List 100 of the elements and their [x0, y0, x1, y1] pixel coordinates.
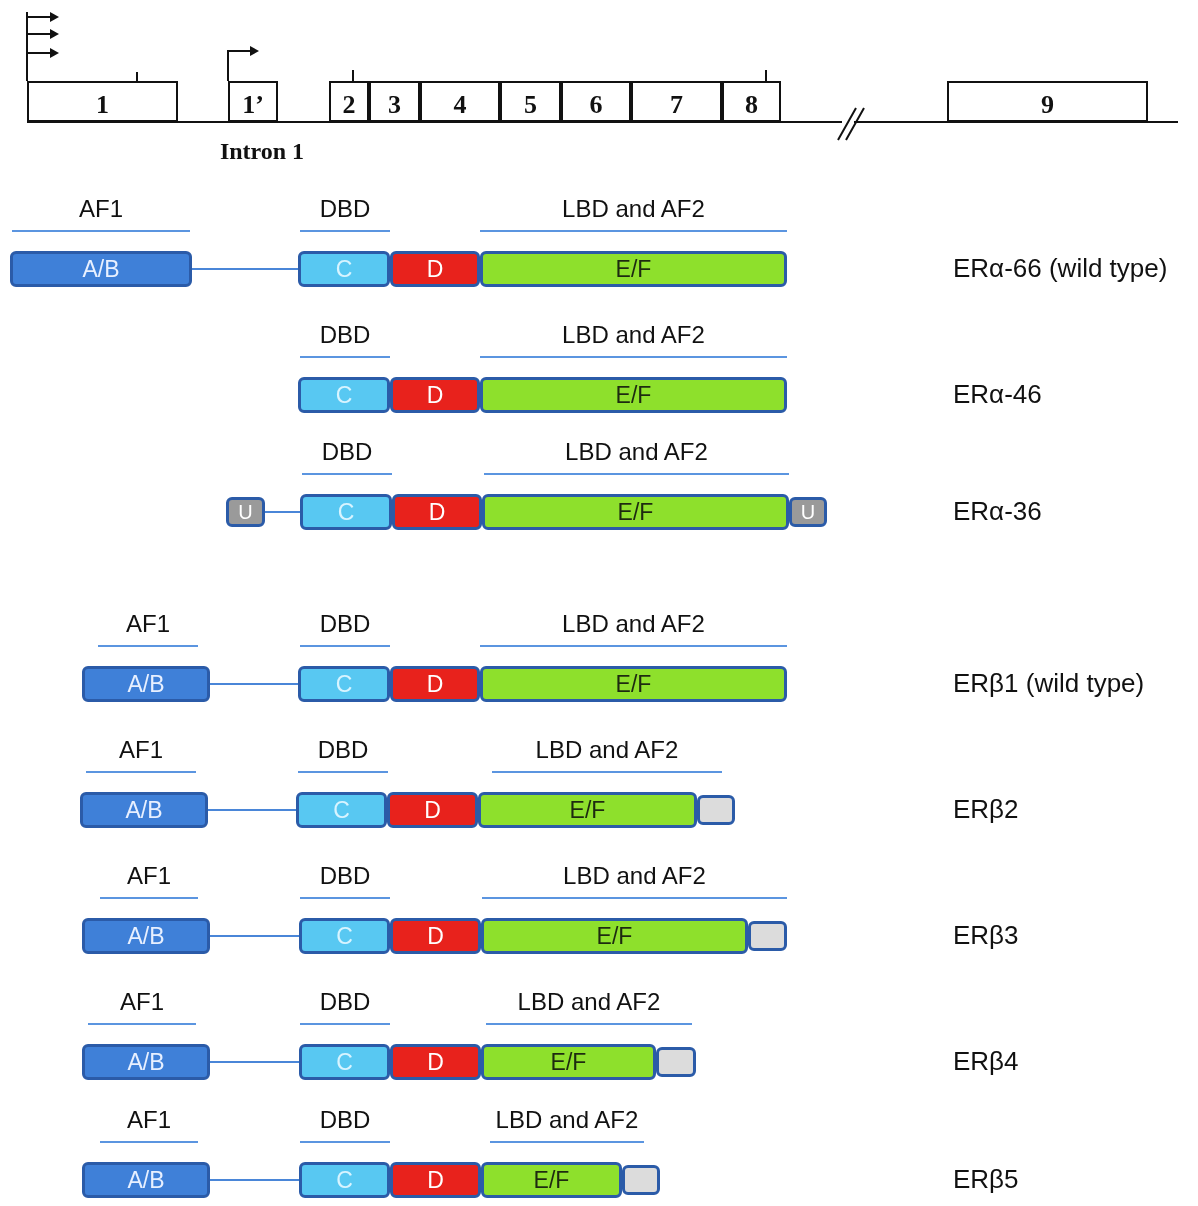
domain-function-label: DBD	[318, 323, 372, 347]
domain-label: A/B	[127, 924, 165, 948]
exon-box	[27, 81, 178, 122]
domain-segment	[299, 1162, 390, 1198]
domain-function-label: DBD	[318, 864, 372, 888]
domain-function-label: AF1	[118, 738, 164, 762]
domain-segment	[480, 666, 787, 702]
exon-box	[329, 81, 369, 122]
domain-segment	[299, 918, 390, 954]
domain-label: D	[428, 500, 446, 524]
domain-label: U	[800, 502, 816, 522]
domain-function-label: LBD and AF2	[561, 197, 706, 221]
domain-segment	[390, 251, 480, 287]
domain-segment	[481, 918, 748, 954]
exon-box	[722, 81, 781, 122]
domain-function-label: AF1	[78, 197, 124, 221]
domain-label: A/B	[127, 1168, 165, 1192]
domain-segment	[390, 666, 480, 702]
domain-segment	[482, 494, 789, 530]
exon-box	[420, 81, 500, 122]
intron-label: Intron 1	[218, 139, 306, 163]
truncated-segment	[656, 1047, 696, 1077]
isoform-label: ERβ2	[953, 796, 1019, 822]
linker-line	[207, 809, 297, 811]
domain-function-label: DBD	[316, 738, 370, 762]
domain-function-label: LBD and AF2	[494, 1108, 640, 1132]
domain-label: E/F	[533, 1168, 570, 1192]
isoform-label: ERβ3	[953, 922, 1019, 948]
domain-segment	[300, 494, 392, 530]
exon-number: 1	[96, 92, 109, 118]
domain-segment	[478, 792, 697, 828]
domain-label: D	[427, 924, 444, 948]
domain-function-label: DBD	[318, 197, 372, 221]
isoform-label: ERβ5	[953, 1166, 1019, 1192]
linker-line	[209, 1061, 300, 1063]
domain-label: C	[336, 1168, 353, 1192]
domain-function-label: DBD	[318, 612, 372, 636]
isoform-label: ERβ4	[953, 1048, 1019, 1074]
domain-function-label: AF1	[126, 864, 172, 888]
domain-segment	[82, 918, 210, 954]
domain-label: D	[426, 672, 444, 696]
isoform-label: ERα-36	[953, 498, 1042, 524]
domain-segment	[80, 792, 208, 828]
exon-number: 3	[388, 92, 401, 118]
exon-box	[228, 81, 278, 122]
domain-function-label: LBD and AF2	[516, 990, 662, 1014]
domain-segment	[390, 918, 481, 954]
domain-label: A/B	[127, 672, 165, 696]
truncated-segment	[697, 795, 735, 825]
isoform-label: ERα-66 (wild type)	[953, 255, 1168, 281]
domain-function-label: LBD and AF2	[562, 864, 707, 888]
domain-label: E/F	[615, 672, 652, 696]
exon-number: 9	[1041, 92, 1054, 118]
domain-function-label: AF1	[126, 1108, 172, 1132]
domain-segment	[480, 251, 787, 287]
domain-function-label: LBD and AF2	[561, 323, 706, 347]
domain-label: C	[336, 1050, 353, 1074]
domain-label: A/B	[125, 798, 163, 822]
domain-segment	[390, 377, 480, 413]
exon-number: 7	[670, 92, 683, 118]
domain-segment	[298, 251, 390, 287]
domain-function-label: LBD and AF2	[534, 738, 680, 762]
domain-function-label: AF1	[125, 612, 171, 636]
domain-function-label: AF1	[119, 990, 165, 1014]
domain-label: D	[426, 383, 444, 407]
domain-segment	[299, 1044, 390, 1080]
domain-segment	[226, 497, 265, 527]
domain-label: A/B	[127, 1050, 165, 1074]
truncated-segment	[622, 1165, 660, 1195]
domain-function-label: LBD and AF2	[561, 612, 706, 636]
exon-number: 8	[745, 92, 758, 118]
domain-label: D	[427, 1050, 444, 1074]
exon-number: 6	[589, 92, 603, 118]
linker-line	[191, 268, 299, 270]
domain-segment	[10, 251, 192, 287]
domain-label: C	[335, 257, 353, 281]
linker-line	[209, 1179, 300, 1181]
domain-label: C	[335, 383, 353, 407]
exon-box	[947, 81, 1148, 122]
linker-line	[209, 935, 300, 937]
linker-line	[209, 683, 299, 685]
domain-segment	[82, 1162, 210, 1198]
domain-segment	[298, 666, 390, 702]
domain-segment	[789, 497, 827, 527]
domain-function-label: DBD	[318, 1108, 372, 1132]
domain-label: E/F	[550, 1050, 587, 1074]
exon-box	[631, 81, 722, 122]
domain-label: D	[424, 798, 441, 822]
exon-number: 5	[524, 92, 537, 118]
isoform-label: ERβ1 (wild type)	[953, 670, 1145, 696]
domain-function-label: LBD and AF2	[564, 440, 709, 464]
domain-label: E/F	[569, 798, 606, 822]
domain-segment	[390, 1162, 481, 1198]
linker-line	[264, 511, 301, 513]
domain-label: D	[426, 257, 444, 281]
domain-segment	[481, 1044, 656, 1080]
domain-segment	[480, 377, 787, 413]
domain-segment	[481, 1162, 622, 1198]
domain-label: C	[336, 924, 353, 948]
domain-segment	[390, 1044, 481, 1080]
